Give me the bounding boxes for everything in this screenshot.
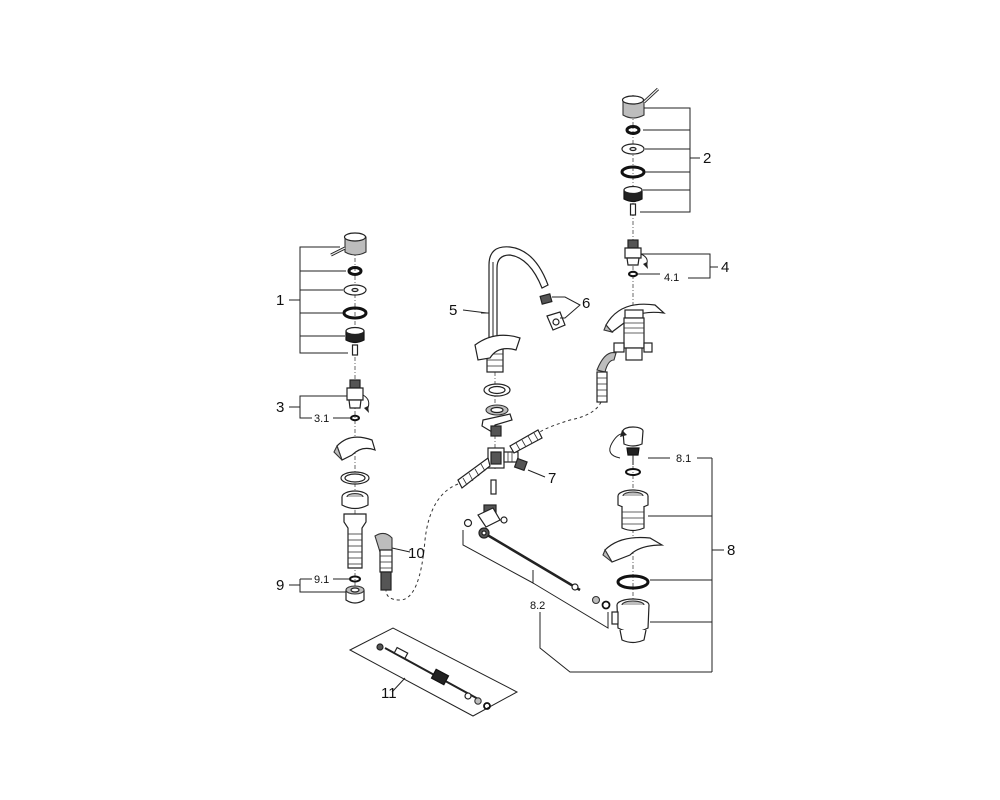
left-valve-spindle <box>346 379 370 413</box>
drain-gasket-plate <box>604 536 665 563</box>
spout-bracket <box>481 413 513 433</box>
right-ring-4-1 <box>628 270 638 278</box>
callout-1: 1 <box>276 292 284 309</box>
lift-rod-clamp <box>463 479 508 528</box>
right-washer-disk <box>621 143 645 155</box>
callout-7: 7 <box>548 470 556 487</box>
spout-deck-plate <box>474 334 521 361</box>
callout-5: 5 <box>449 302 457 319</box>
callout-9-1: 9.1 <box>314 574 329 586</box>
callout-8-2: 8.2 <box>530 600 545 612</box>
callout-10: 10 <box>408 545 425 562</box>
right-flex-hose <box>596 352 617 403</box>
callout-8: 8 <box>727 542 735 559</box>
callout-4-1: 4.1 <box>664 272 679 284</box>
right-small-ring <box>625 125 641 135</box>
callout-3: 3 <box>276 399 284 416</box>
callout-2: 2 <box>703 150 711 167</box>
hose-route-right <box>539 401 602 433</box>
left-deck-plate <box>336 436 376 461</box>
left-ring-3-1 <box>350 414 360 422</box>
left-elbow-connector <box>374 532 393 591</box>
left-bottom-nut <box>345 585 365 604</box>
left-o-ring <box>342 306 368 320</box>
drain-rod-frame <box>462 530 534 584</box>
callout-11: 11 <box>381 685 397 702</box>
right-valve-assembly <box>596 87 666 403</box>
drain-o-ring <box>616 574 650 590</box>
callout-8-1: 8.1 <box>676 453 691 465</box>
hose-route-left <box>385 483 459 601</box>
left-valve-assembly <box>330 232 393 604</box>
tee-hose-right <box>509 429 543 454</box>
callout-3-1: 3.1 <box>314 413 329 425</box>
leader-lines <box>289 107 724 693</box>
left-lever-handle <box>330 232 367 257</box>
left-screw <box>351 344 359 356</box>
callout-6: 6 <box>582 295 590 312</box>
callout-4: 4 <box>721 259 729 276</box>
drain-stopper <box>609 426 644 476</box>
right-lever-handle <box>621 87 660 119</box>
spout <box>486 246 549 373</box>
left-washer-disk <box>343 284 367 296</box>
spout-assembly <box>457 246 566 489</box>
left-cartridge-cap <box>345 326 365 344</box>
spout-nut <box>490 425 502 437</box>
right-cartridge-cap <box>623 185 643 203</box>
left-nut <box>341 490 369 510</box>
pop-up-drain-assembly <box>462 426 665 644</box>
pivot-rod <box>478 527 611 610</box>
right-valve-body <box>613 309 653 361</box>
drain-flange-body <box>617 489 649 532</box>
left-small-ring <box>347 266 363 276</box>
aerator <box>539 293 566 331</box>
right-valve-spindle <box>624 239 648 269</box>
extension-rod-kit <box>348 627 519 717</box>
left-valve-body <box>343 513 367 569</box>
tee-hose-left <box>457 456 491 489</box>
right-screw <box>629 203 637 216</box>
tee-connector <box>487 447 528 472</box>
callout-9: 9 <box>276 577 284 594</box>
drain-tailpiece <box>611 598 650 644</box>
right-o-ring <box>620 165 646 179</box>
